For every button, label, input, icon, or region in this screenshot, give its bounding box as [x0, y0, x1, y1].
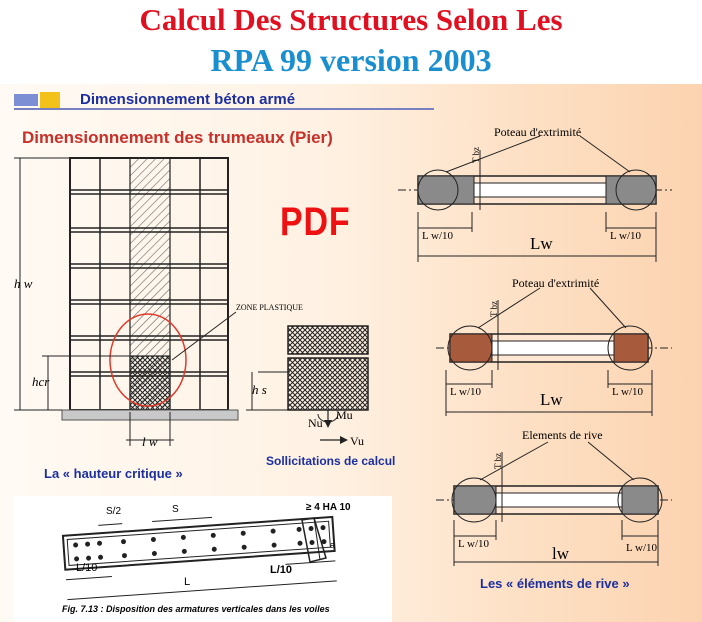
- title-line-1: Calcul Des Structures Selon Les: [139, 2, 563, 37]
- hs-label: h s: [252, 382, 267, 397]
- caption-elements-de-rive: Les « éléments de rive »: [480, 576, 630, 591]
- fig-l-label: L: [184, 576, 191, 588]
- zone-plastique-label: ZONE PLASTIQUE: [236, 303, 303, 312]
- slide-subheading: Dimensionnement béton armé: [80, 91, 296, 108]
- title-line-2: RPA 99 version 2003: [210, 42, 492, 78]
- mu-label: Mu: [336, 408, 353, 422]
- section-3-tbz: T bz: [493, 452, 504, 470]
- fig-s-label: S: [172, 504, 179, 515]
- fig-ha-label: ≥ 4 HA 10: [306, 502, 351, 513]
- vu-label: Vu: [350, 434, 364, 448]
- section-1-lw: Lw: [530, 234, 553, 253]
- accent-block-yellow: [40, 92, 60, 110]
- header-rule: [14, 108, 434, 110]
- section-1-lw10-right: L w/10: [610, 230, 642, 242]
- fig-s2-label: S/2: [106, 506, 122, 517]
- title-banner: Calcul Des Structures Selon Les RPA 99 v…: [0, 0, 702, 84]
- nu-label: Nu: [308, 416, 323, 430]
- section-1: [398, 135, 672, 262]
- fig-caption: Fig. 7.13 : Disposition des armatures ve…: [62, 604, 330, 614]
- section-1-lw10-left: L w/10: [422, 230, 454, 242]
- fig-l10-left: L/10: [76, 562, 98, 574]
- section-2-tbz: T bz: [489, 300, 500, 318]
- hw-label: h w: [14, 276, 33, 291]
- section-1-title: Poteau d'extrimité: [494, 125, 582, 139]
- caption-hauteur-critique: La « hauteur critique »: [44, 466, 183, 481]
- section-2-lw: Lw: [540, 390, 563, 409]
- accent-block-blue: [14, 94, 38, 106]
- pdf-stamp: PDF: [280, 200, 351, 244]
- fig-a-label: a: [330, 540, 336, 550]
- section-3-lw10-left: L w/10: [458, 538, 490, 550]
- section-3: [436, 441, 672, 566]
- lw-label: l w: [142, 434, 158, 449]
- section-3-title: Elements de rive: [522, 428, 603, 442]
- building-frame: [61, 157, 239, 421]
- reinforcement-figure: S/2 S ≥ 4 HA 10 a L/10 L/10 L Fig. 7.13 …: [14, 496, 392, 622]
- section-1-tbz: T bz: [471, 146, 482, 164]
- section-2-lw10-left: L w/10: [450, 386, 482, 398]
- section-title: Dimensionnement des trumeaux (Pier): [22, 128, 333, 147]
- section-3-lw10-right: L w/10: [626, 542, 658, 554]
- section-2: [436, 287, 672, 416]
- section-3-lw: lw: [552, 544, 569, 563]
- fig-l10-right: L/10: [270, 564, 293, 576]
- hcr-label: hcr: [32, 374, 50, 389]
- section-2-lw10-right: L w/10: [612, 386, 644, 398]
- caption-sollicitations: Sollicitations de calcul: [266, 454, 396, 468]
- section-2-title: Poteau d'extrimité: [512, 276, 600, 290]
